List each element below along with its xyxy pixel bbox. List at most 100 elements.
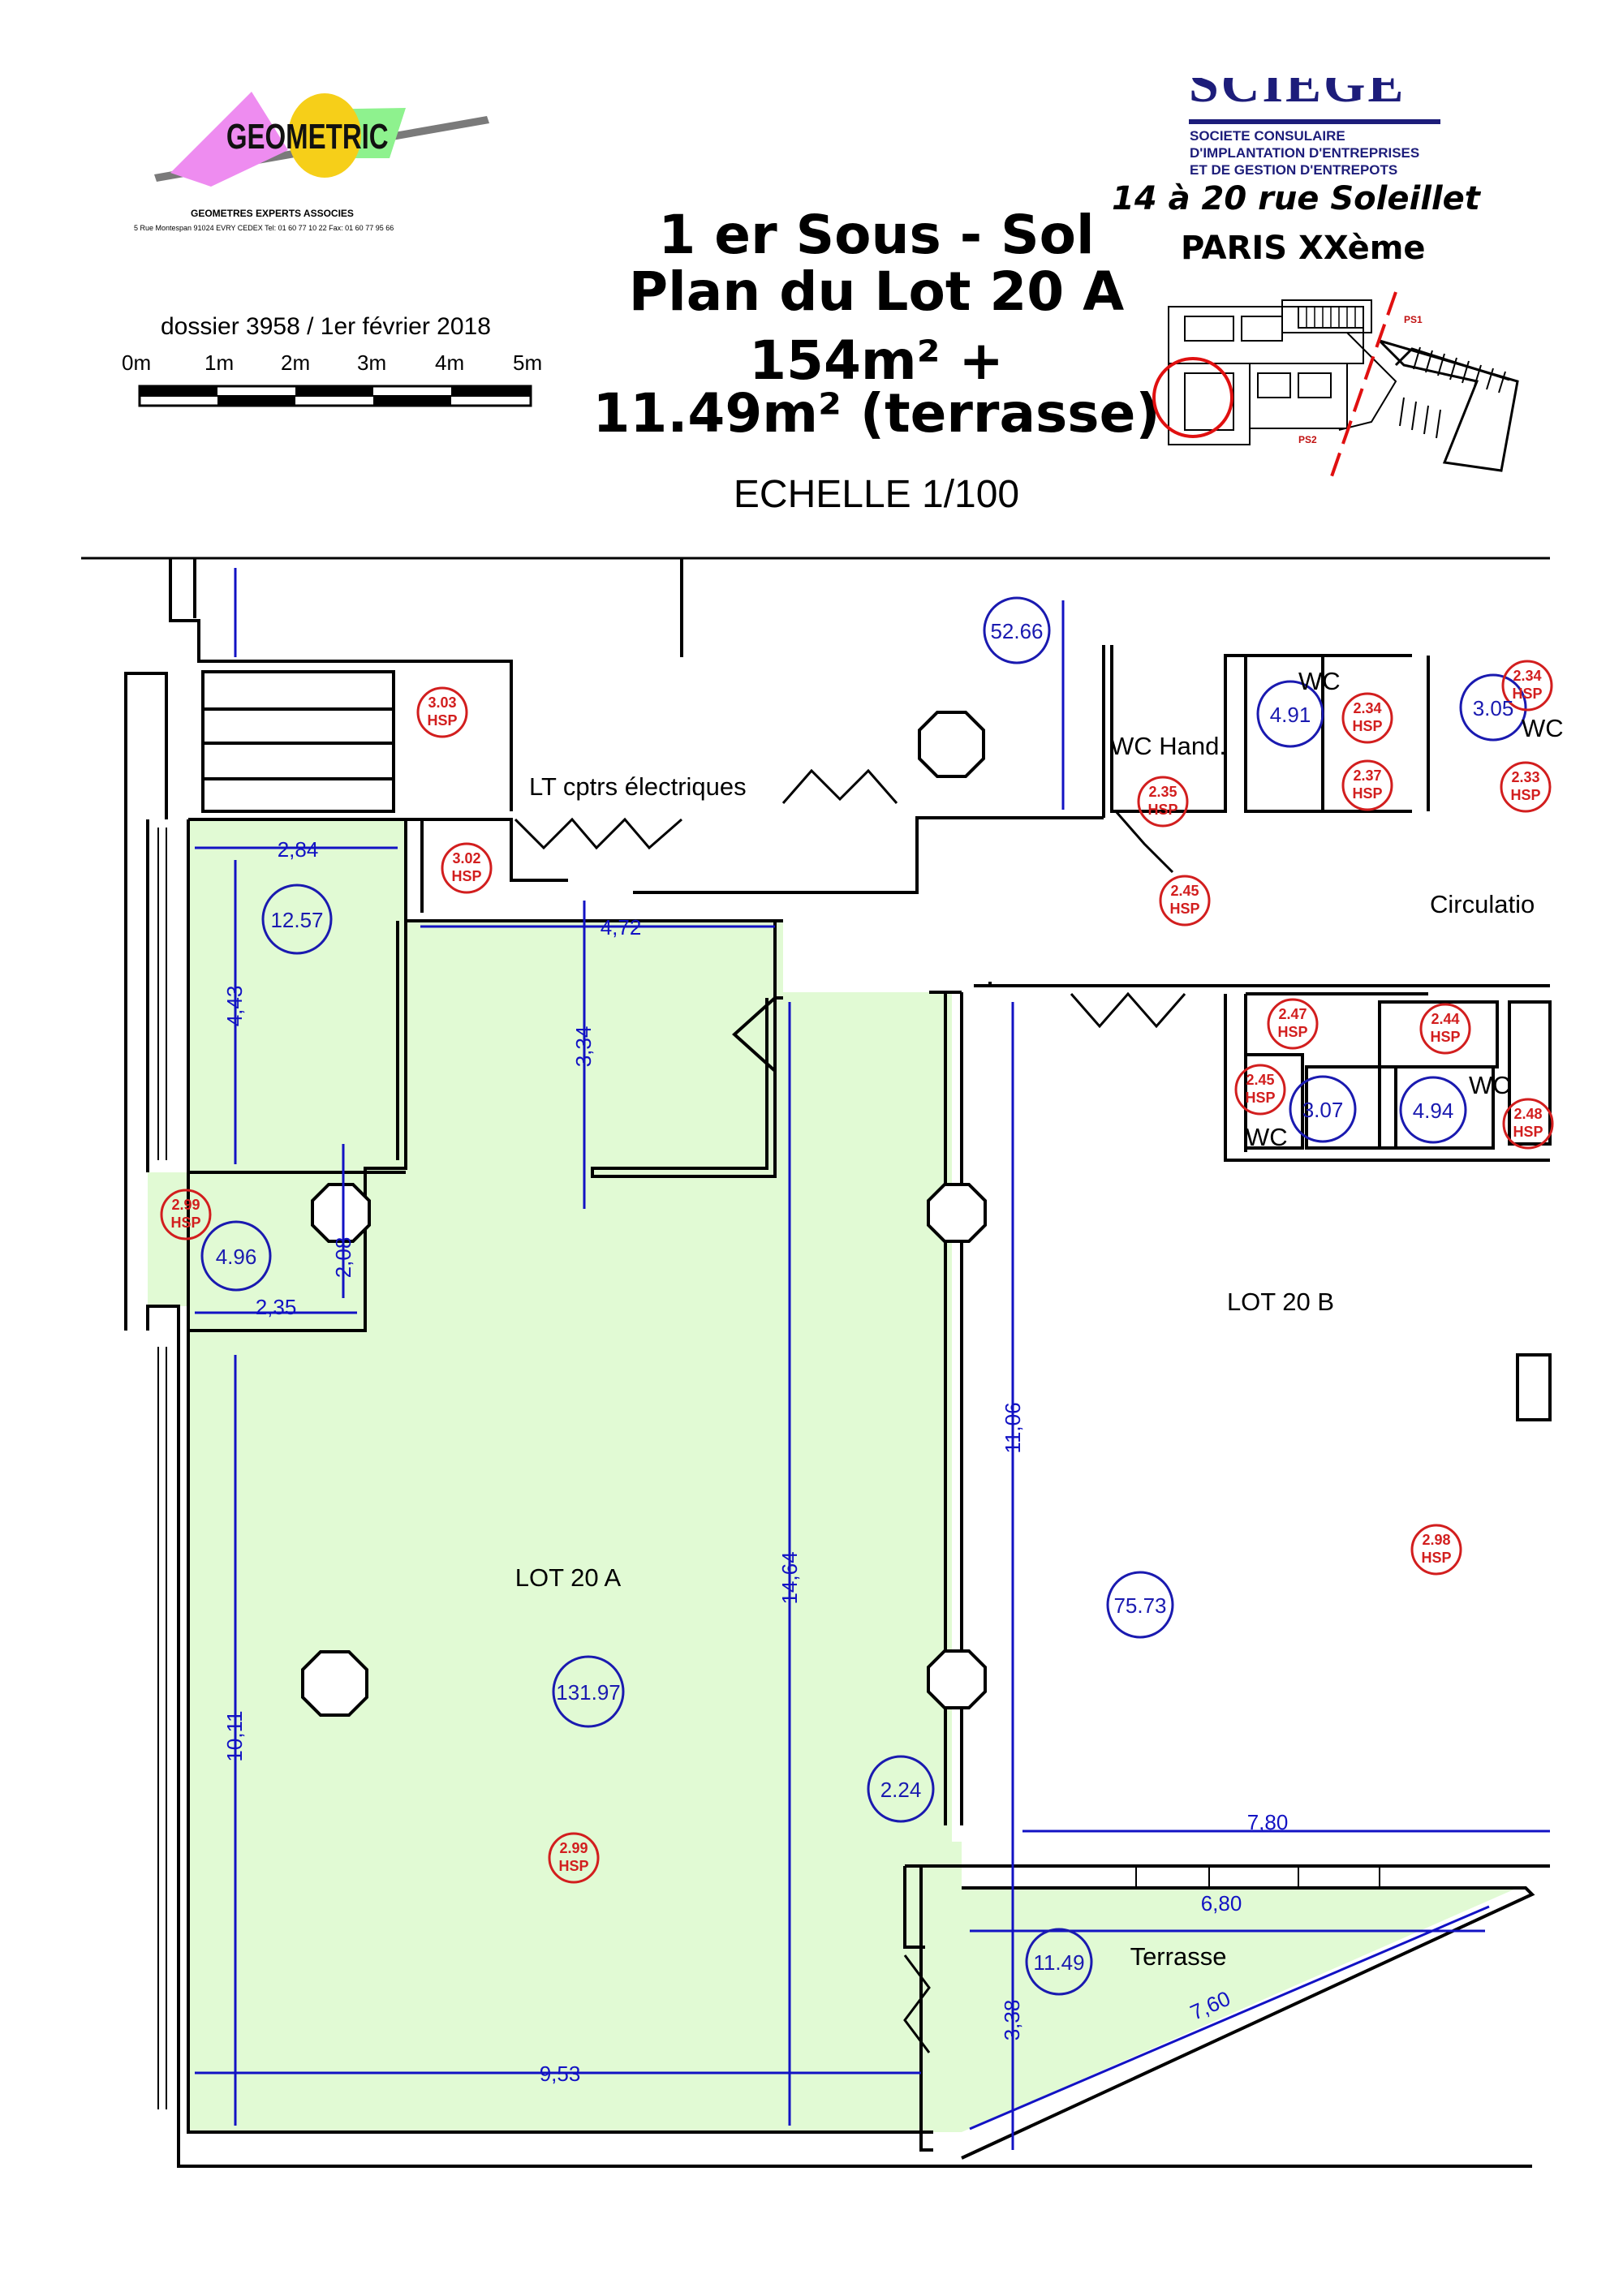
sciege-line1: SOCIETE CONSULAIRE (1190, 128, 1345, 144)
hsp-value: 2.99 (559, 1840, 588, 1856)
keymap-ps1-label: PS1 (1404, 314, 1423, 325)
room-lot-20b: LOT 20 B (1227, 1288, 1334, 1316)
dimension-value: 14,64 (777, 1551, 802, 1604)
windows (157, 828, 1380, 2109)
scale-label: 4m (435, 350, 465, 375)
hsp-tag: HSP (427, 712, 457, 729)
room-wc: WC (1522, 714, 1564, 742)
doors (514, 768, 1186, 2053)
room-terrasse: Terrasse (1130, 1942, 1227, 1971)
hsp-tag: HSP (451, 868, 481, 884)
area-value: 4.96 (216, 1245, 257, 1269)
pillars (301, 711, 987, 1717)
address-street: 14 à 20 rue Soleillet (1112, 180, 1480, 217)
dimension-value: 6,80 (1201, 1891, 1242, 1915)
hsp-tag: HSP (1277, 1024, 1307, 1040)
area-values: 52.66 4.91 3.05 12.57 4.96 131.97 3.07 4… (216, 619, 1514, 1975)
area-value: 75.73 (1113, 1593, 1166, 1618)
scale-label: 0m (122, 350, 152, 375)
dimension-value: 9,53 (540, 2062, 581, 2086)
sciege-logo: SCIEGE (1189, 78, 1406, 114)
dimension-value: 11,06 (1001, 1402, 1025, 1453)
room-wc: WC (1246, 1123, 1288, 1151)
hsp-circles (160, 660, 1554, 1884)
dimension-lines (195, 568, 1550, 2150)
title-line2: Plan du Lot 20 A (628, 260, 1125, 323)
hsp-value: 2.45 (1170, 883, 1199, 899)
hsp-value: 3.02 (452, 850, 480, 866)
hsp-tag: HSP (1513, 1124, 1543, 1140)
title-line4: 11.49m² (terrasse) (592, 382, 1160, 445)
area-value: 2.24 (880, 1778, 922, 1802)
hsp-tag: HSP (1147, 802, 1177, 818)
scale-label: 3m (357, 350, 387, 375)
hsp-value: 2.48 (1513, 1106, 1542, 1122)
dimension-value: 2,08 (331, 1237, 355, 1279)
hsp-tag: HSP (1352, 785, 1382, 802)
geometric-logo: GEOMETRIC (146, 77, 503, 191)
hsp-value: 2.47 (1278, 1006, 1307, 1022)
dimension-value: 4,72 (601, 915, 642, 939)
area-value: 4.91 (1270, 703, 1311, 727)
sciege-rule (1189, 119, 1440, 124)
hsp-value: 3.03 (428, 694, 456, 711)
room-circulation: Circulatio (1430, 890, 1535, 918)
area-value: 12.57 (270, 908, 323, 932)
hsp-value: 2.33 (1511, 769, 1539, 785)
dossier-label: dossier 3958 / 1er février 2018 (161, 313, 491, 340)
logo-subtitle: GEOMETRES EXPERTS ASSOCIES (191, 208, 354, 219)
title-line1: 1 er Sous - Sol (658, 204, 1095, 266)
hsp-value: 2.45 (1246, 1072, 1274, 1088)
scale-label: 2m (281, 350, 311, 375)
hsp-tag: HSP (1510, 787, 1540, 803)
dimension-value: 10,11 (222, 1710, 247, 1761)
title-line3: 154m² + (749, 329, 1004, 392)
hsp-tag: HSP (1430, 1029, 1460, 1045)
room-wc: WC (1469, 1071, 1511, 1099)
logo-address: 5 Rue Montespan 91024 EVRY CEDEX Tel: 01… (134, 224, 394, 232)
dimension-value: 2,84 (278, 837, 319, 862)
hsp-value: 2.98 (1422, 1532, 1450, 1548)
terrace-area (962, 1888, 1518, 2132)
hsp-value: 2.34 (1513, 668, 1541, 684)
scale-bar: 0m 1m 2m 3m 4m 5m (122, 350, 544, 415)
sciege-line3: ET DE GESTION D'ENTREPOTS (1190, 162, 1398, 178)
area-circles (200, 596, 1527, 1996)
sciege-line2: D'IMPLANTATION D'ENTREPRISES (1190, 145, 1420, 161)
walls (81, 557, 1552, 2168)
dimension-value: 7,80 (1247, 1810, 1289, 1834)
scale-label: 5m (513, 350, 543, 375)
lot-20a-area (188, 819, 962, 2132)
dimension-labels: 2,84 4,72 4,43 3,34 2,08 2,35 10,11 14,6… (222, 837, 1288, 2086)
room-lt: LT cptrs électriques (529, 772, 747, 801)
hsp-value: 2.34 (1353, 700, 1381, 716)
geometric-logo-graphic: GEOMETRIC (154, 92, 489, 187)
address-city: PARIS XXème (1181, 230, 1426, 267)
area-value: 4.94 (1413, 1099, 1454, 1123)
scale-text: ECHELLE 1/100 (733, 473, 1020, 516)
hsp-value: 2.99 (171, 1197, 200, 1213)
sciege-logo-clip: SCIEGE (1189, 78, 1449, 122)
room-lot-20a: LOT 20 A (515, 1563, 622, 1592)
dimension-value: 2,35 (256, 1295, 297, 1319)
hsp-value: 2.35 (1148, 784, 1177, 800)
area-value: 3.05 (1473, 696, 1514, 720)
scale-bar-graphic (138, 385, 532, 407)
area-value: 52.66 (990, 619, 1043, 643)
dimension-value: 4,43 (222, 986, 247, 1027)
area-value: 11.49 (1033, 1950, 1084, 1975)
room-wc: WC (1298, 667, 1341, 695)
hsp-value: 2.44 (1431, 1011, 1459, 1027)
room-labels: LOT 20 A LOT 20 B Terrasse LT cptrs élec… (515, 667, 1564, 1971)
dimension-value: 3,34 (571, 1026, 596, 1068)
key-map-graphic: PS1 PS2 (1152, 291, 1519, 479)
hsp-tag: HSP (170, 1215, 200, 1231)
hsp-value: 2.37 (1353, 767, 1381, 784)
hsp-tag: HSP (558, 1858, 588, 1874)
dimension-value: 3,38 (1000, 2000, 1024, 2041)
key-map: PS1 PS2 (1136, 284, 1534, 487)
keymap-ps2-label: PS2 (1298, 434, 1317, 445)
area-value: 131.97 (556, 1680, 621, 1705)
hsp-tag: HSP (1169, 901, 1199, 917)
